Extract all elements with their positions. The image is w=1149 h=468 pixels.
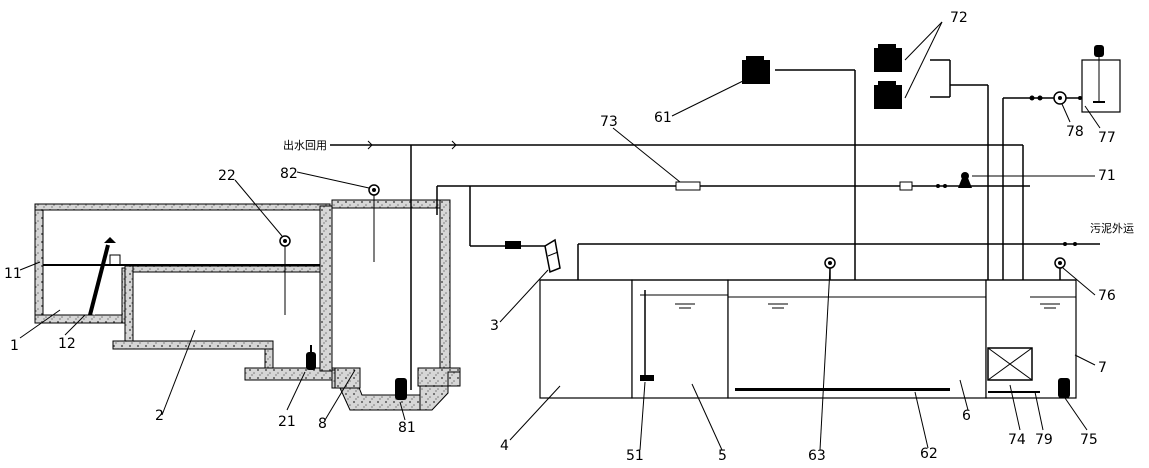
- membrane-module-74: [987, 347, 1040, 393]
- submersible-pump-21: [306, 345, 316, 370]
- dosing-tank-77: [1081, 45, 1121, 113]
- label-5: 5: [718, 448, 727, 464]
- level-gauge-76: [1054, 257, 1066, 269]
- submersible-pump-81: [395, 378, 407, 400]
- label-1: 1: [10, 338, 19, 354]
- label-3: 3: [490, 318, 499, 334]
- do-meter-63: [824, 257, 836, 269]
- level-gauge-22: [279, 235, 291, 315]
- label-51: 51: [626, 448, 644, 464]
- label-75: 75: [1080, 432, 1098, 448]
- intermediate-tank-8: [331, 199, 461, 411]
- label-79: 79: [1035, 432, 1053, 448]
- grit-chamber-1: [34, 203, 331, 324]
- label-22: 22: [218, 168, 236, 184]
- label-72: 72: [950, 10, 968, 26]
- aerobic-tank-6: [727, 279, 987, 399]
- label-7: 7: [1098, 360, 1107, 376]
- bar-screen-12: [88, 237, 121, 316]
- label-reuse-water: 出水回用: [283, 138, 327, 152]
- stirrer-51: [640, 290, 654, 381]
- level-gauge-82: [368, 184, 380, 262]
- blower-72a: [874, 44, 902, 72]
- leader-lines: [19, 21, 1101, 451]
- label-61: 61: [654, 110, 672, 126]
- label-71: 71: [1098, 168, 1116, 184]
- label-4: 4: [500, 438, 509, 454]
- label-12: 12: [58, 336, 76, 352]
- aeration-diffusers-62: [735, 388, 950, 391]
- dosing-pump-78: [1053, 91, 1067, 105]
- labels: 1 11 12 2 22 21 8 82 81 3 4 51 5 63 62 6…: [4, 10, 1134, 464]
- label-74: 74: [1008, 432, 1026, 448]
- regulating-tank-2: [112, 205, 346, 381]
- suction-pump-71: [958, 172, 972, 188]
- label-73: 73: [600, 114, 618, 130]
- valves: [367, 95, 1082, 249]
- label-6: 6: [962, 408, 971, 424]
- label-62: 62: [920, 446, 938, 462]
- sludge-pump-75: [1058, 378, 1070, 398]
- lift-pump-3: [544, 238, 561, 274]
- label-21: 21: [278, 414, 296, 430]
- blower-61: [742, 56, 770, 84]
- blower-72b: [874, 81, 902, 109]
- label-11: 11: [4, 266, 22, 282]
- label-63: 63: [808, 448, 826, 464]
- label-82: 82: [280, 166, 298, 182]
- label-sludge-out: 污泥外运: [1090, 222, 1134, 235]
- label-78: 78: [1066, 124, 1084, 140]
- label-77: 77: [1098, 130, 1116, 146]
- flowmeter-73: [675, 181, 701, 191]
- label-76: 76: [1098, 288, 1116, 304]
- tank-4: [539, 279, 633, 399]
- label-2: 2: [155, 408, 164, 424]
- label-81: 81: [398, 420, 416, 436]
- label-8: 8: [318, 416, 327, 432]
